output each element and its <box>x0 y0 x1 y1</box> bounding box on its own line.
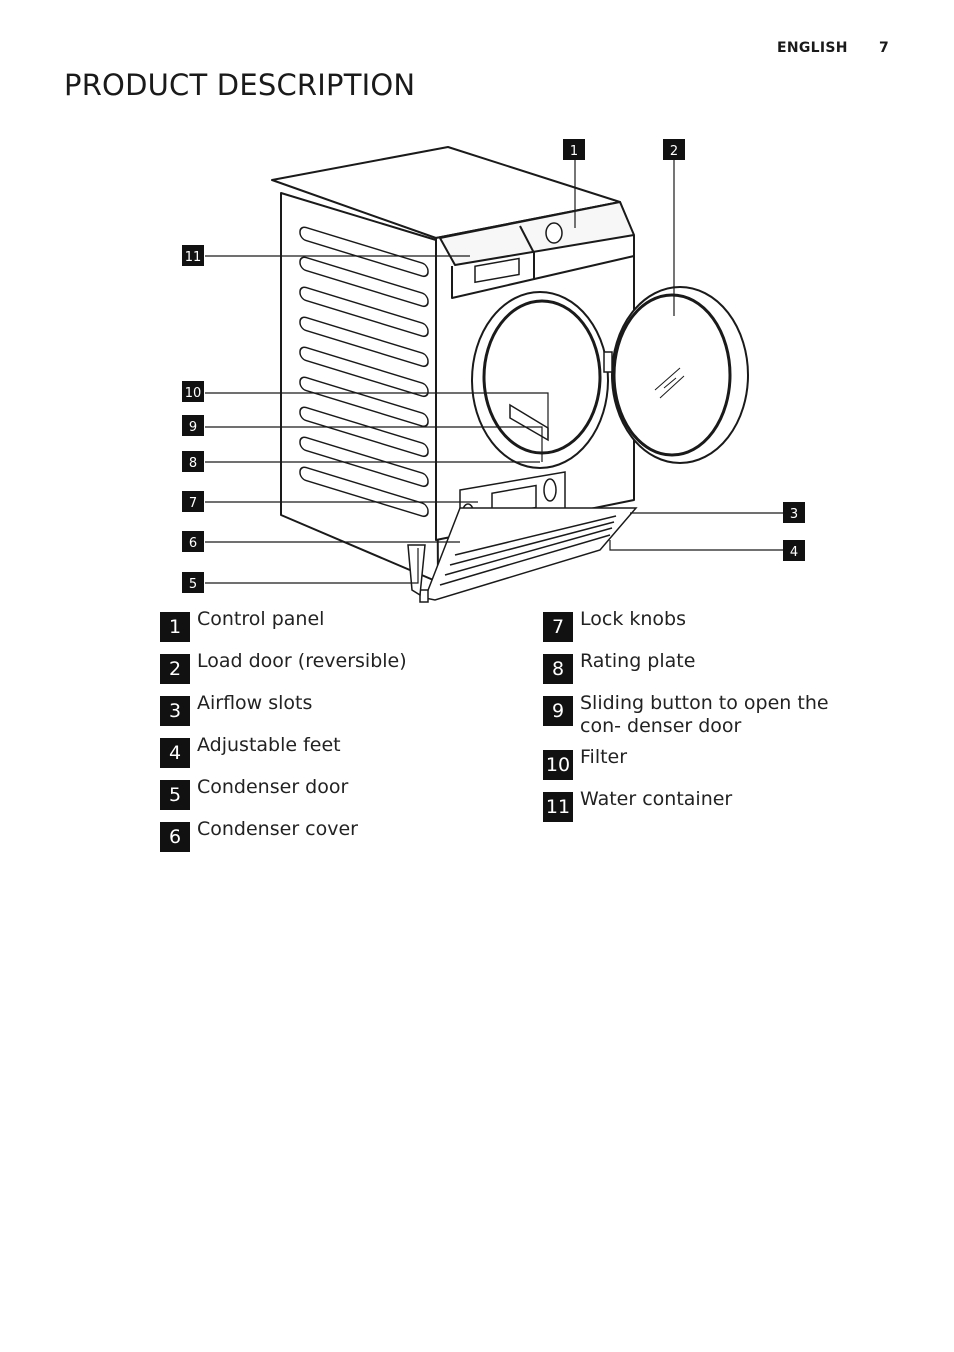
legend-label: Water container <box>580 788 733 810</box>
legend-label: Condenser cover <box>197 818 358 840</box>
legend-right: 7 Lock knobs 8 Rating plate 9 Sliding bu… <box>543 608 903 830</box>
callout-7-label: 7 <box>189 496 197 511</box>
callout-6 <box>182 531 204 552</box>
legend-label: Adjustable feet <box>197 734 341 756</box>
callout-10-label: 10 <box>185 386 202 401</box>
callout-3-label: 3 <box>790 507 798 522</box>
callout-11 <box>182 245 204 266</box>
legend-number-badge: 7 <box>543 612 573 642</box>
callout-1 <box>563 139 585 160</box>
callout-9-label: 9 <box>189 420 197 435</box>
legend-number-badge: 2 <box>160 654 190 684</box>
program-knob <box>545 222 563 244</box>
legend-number-badge: 9 <box>543 696 573 726</box>
callout-9 <box>182 415 204 436</box>
callout-8-label: 8 <box>189 456 197 471</box>
legend-number-badge: 4 <box>160 738 190 768</box>
callout-4-label: 4 <box>790 545 798 560</box>
legend-label: Filter <box>580 746 628 768</box>
leader-lines <box>205 160 783 584</box>
page-title: PRODUCT DESCRIPTION <box>64 68 416 102</box>
side-slots <box>299 226 429 518</box>
legend-item: 3 Airflow slots <box>160 692 520 726</box>
legend-label: Control panel <box>197 608 325 630</box>
callout-boxes: 1 2 3 4 5 6 7 8 9 10 11 <box>182 139 805 593</box>
legend-number-badge: 5 <box>160 780 190 810</box>
legend-item: 1 Control panel <box>160 608 520 642</box>
water-container-handle <box>474 257 520 284</box>
callout-3 <box>783 502 805 523</box>
callout-11-label: 11 <box>185 250 202 265</box>
header-language: ENGLISH <box>777 40 848 56</box>
drum-opening <box>471 291 609 469</box>
legend-item: 11 Water container <box>543 788 903 822</box>
callout-2-label: 2 <box>670 144 678 159</box>
condenser-door <box>423 507 638 601</box>
legend-item: 7 Lock knobs <box>543 608 903 642</box>
legend-label: Lock knobs <box>580 608 686 630</box>
legend-label: Airflow slots <box>197 692 313 714</box>
dryer-illustration: 1 2 3 4 5 6 7 8 9 10 11 <box>182 139 805 603</box>
legend-number-badge: 6 <box>160 822 190 852</box>
callout-5 <box>182 572 204 593</box>
legend-item: 6 Condenser cover <box>160 818 520 852</box>
legend-left: 1 Control panel 2 Load door (reversible)… <box>160 608 520 860</box>
legend-number-badge: 11 <box>543 792 573 822</box>
legend-number-badge: 1 <box>160 612 190 642</box>
legend-number-badge: 3 <box>160 696 190 726</box>
callout-8 <box>182 451 204 472</box>
callout-4 <box>783 540 805 561</box>
callout-2 <box>663 139 685 160</box>
callout-7 <box>182 491 204 512</box>
callout-5-label: 5 <box>189 577 197 592</box>
callout-10 <box>182 381 204 402</box>
legend-item: 4 Adjustable feet <box>160 734 520 768</box>
legend-item: 9 Sliding button to open the con- denser… <box>543 692 903 738</box>
legend-item: 5 Condenser door <box>160 776 520 810</box>
legend-label: Rating plate <box>580 650 696 672</box>
legend-item: 2 Load door (reversible) <box>160 650 520 684</box>
legend-item: 10 Filter <box>543 746 903 780</box>
legend-number-badge: 10 <box>543 750 573 780</box>
legend-label: Sliding button to open the con- denser d… <box>580 692 829 737</box>
load-door <box>603 286 749 464</box>
legend-label: Load door (reversible) <box>197 650 407 672</box>
legend-item: 8 Rating plate <box>543 650 903 684</box>
callout-6-label: 6 <box>189 536 197 551</box>
callout-1-label: 1 <box>570 144 578 159</box>
legend-label: Condenser door <box>197 776 349 798</box>
legend-number-badge: 8 <box>543 654 573 684</box>
page-number: 7 <box>879 40 889 56</box>
